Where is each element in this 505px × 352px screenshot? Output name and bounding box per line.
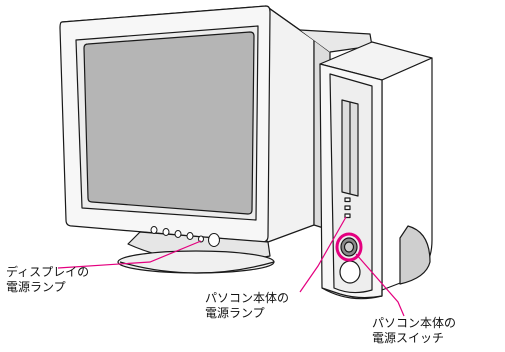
callout-pc-lamp-line1: パソコン本体の — [205, 291, 290, 305]
pc-power-switch-highlight — [335, 232, 363, 262]
display-power-switch-icon — [208, 233, 220, 247]
callout-pc-switch-line1: パソコン本体の — [372, 316, 457, 330]
callout-pc-switch-line2: 電源スイッチ — [372, 331, 445, 345]
leader-display-lamp — [57, 240, 202, 269]
leader-lines — [57, 216, 405, 317]
crt-screen — [83, 31, 255, 215]
leader-pc-switch — [355, 253, 405, 317]
monitor-buttons — [150, 226, 220, 247]
leader-pc-lamp — [299, 216, 347, 293]
callout-display-power-lamp: ディスプレイの 電源ランプ — [6, 265, 89, 295]
display-power-lamp-icon — [198, 235, 204, 243]
crt-monitor — [59, 5, 373, 274]
pc-tower — [319, 41, 433, 300]
callout-pc-power-switch: パソコン本体の 電源スイッチ — [372, 316, 456, 346]
pc-power-lamp-icon — [344, 213, 351, 219]
callout-pc-lamp-line2: 電源ランプ — [205, 306, 265, 320]
callout-display-lamp-line2: 電源ランプ — [6, 280, 66, 294]
callout-pc-power-lamp: パソコン本体の 電源ランプ — [205, 291, 289, 321]
callout-display-lamp-line1: ディスプレイの — [6, 265, 90, 279]
